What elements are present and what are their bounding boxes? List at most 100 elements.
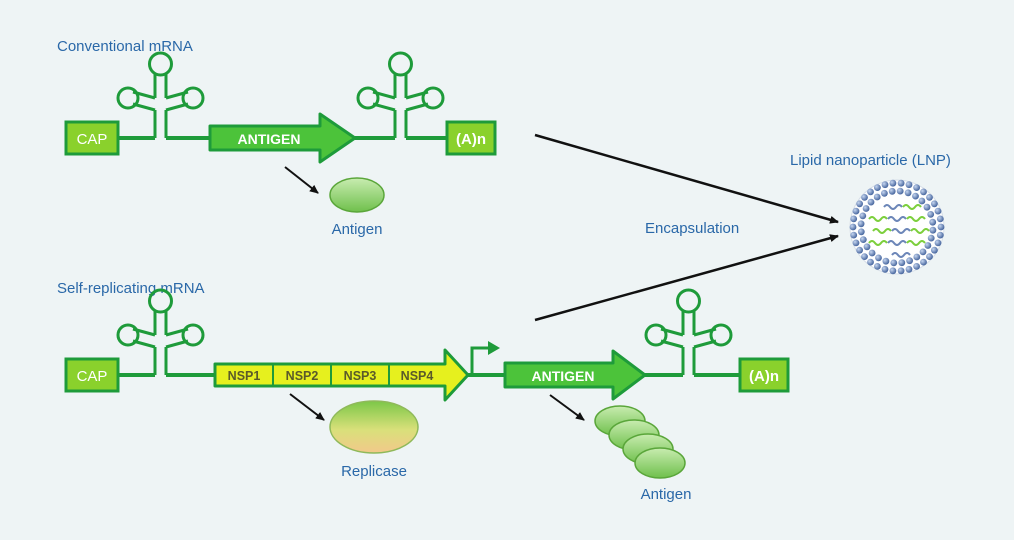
lipid-bead [926,253,933,260]
nsp-label: NSP1 [228,369,261,383]
cap-box: CAP [64,357,120,393]
cap-label: CAP [77,131,108,148]
lipid-bead [881,181,889,189]
lipid-bead [934,207,942,215]
antigen-gene-arrow: ANTIGEN [208,112,357,164]
lipid-bead [934,239,942,247]
lnp-mrna-cargo [891,228,911,234]
lipid-bead [861,253,868,260]
stem-loop-icon [116,288,205,375]
lipid-bead [850,215,858,223]
lipid-bead [937,223,945,231]
lnp-mrna-cargo [883,204,903,210]
translation-arrow [549,394,585,421]
encapsulation-arrow-bottom [534,234,839,322]
lipid-bead [862,205,870,212]
lipid-bead [856,246,863,254]
lnp-mrna-cargo [891,252,911,258]
lnp-mrna-cargo [872,228,892,234]
antigen-product-label: Antigen [332,221,383,238]
lipid-bead [875,254,882,262]
lnp-mrna-cargo [910,228,930,234]
nsp-gene-arrow: NSP1 NSP2 NSP3 NSP4 [213,348,470,402]
polya-tail-box: (A)n [738,357,790,393]
translation-arrow [284,166,319,194]
lipid-bead [881,265,889,273]
lipid-bead [912,192,919,200]
lipid-bead [881,189,888,197]
lipid-bead [920,188,927,196]
lipid-bead [867,198,875,206]
lipid-bead [867,188,874,196]
polya-tail-label: (A)n [749,368,779,385]
lipid-bead [913,263,920,270]
lipid-bead [889,267,897,275]
stem-loop-icon [644,288,733,375]
encapsulation-arrow-top [534,133,839,224]
lipid-bead [905,265,913,273]
lipid-bead [856,200,863,208]
replicase-label: Replicase [341,463,407,480]
lnp-label: Lipid nanoparticle (LNP) [790,152,951,169]
nsp-label: NSP3 [344,369,377,383]
polya-tail-box: (A)n [445,120,497,156]
lipid-bead [882,257,890,265]
lipid-bead [890,259,898,267]
lipid-bead [929,226,937,234]
stem-loop-icon [356,51,445,138]
lipid-bead [897,179,905,187]
lipid-bead [857,220,865,228]
lnp-mrna-cargo [906,240,926,246]
lnp-mrna-cargo [902,204,922,210]
lipid-bead [863,243,871,251]
translation-arrow [289,393,325,421]
nsp-label: NSP2 [286,369,319,383]
lipid-bead [888,187,896,195]
lipid-bead [906,257,913,265]
lipid-bead [859,236,867,244]
cap-box: CAP [64,120,120,156]
lipid-bead [904,189,912,197]
lipid-bead [913,253,921,261]
lipid-bead [867,258,874,266]
lipid-bead [920,258,927,266]
promoter-arrow-icon [470,341,500,375]
polya-tail-label: (A)n [456,131,486,148]
lipid-bead [874,263,881,270]
amplified-antigen-label: Antigen [641,486,692,503]
lnp-mrna-cargo [868,240,888,246]
lipid-bead [857,228,865,236]
antigen-gene-label: ANTIGEN [238,131,301,147]
amplified-antigen-products [594,405,686,479]
replicase-product [329,400,419,454]
lipid-bead [889,179,897,187]
lipid-nanoparticle-icon [849,179,945,275]
lipid-bead [849,223,857,231]
lipid-bead [936,215,944,223]
lipid-bead [861,194,868,201]
antigen-gene-arrow: ANTIGEN [503,349,647,401]
lipid-bead [924,242,932,249]
antigen-product [329,177,385,213]
nsp-label: NSP4 [401,369,434,383]
lipid-bead [897,267,905,275]
lipid-bead [850,231,858,239]
lipid-bead [918,197,926,205]
lipid-bead [913,184,920,192]
lipid-bead [927,234,935,242]
lipid-bead [919,248,927,256]
lipid-bead [929,218,937,226]
lnp-mrna-cargo [887,240,907,246]
lipid-bead [859,212,867,220]
lnp-mrna-cargo [868,216,888,222]
lipid-bead [926,194,933,201]
lipid-bead [896,187,904,195]
lnp-mrna-cargo [887,216,907,222]
lipid-bead [874,184,881,192]
lipid-bead [852,239,860,247]
lipid-bead [852,207,860,215]
antigen-gene-label: ANTIGEN [532,368,595,384]
lipid-bead [873,193,881,201]
lipid-bead [931,200,938,208]
lipid-bead [927,211,935,218]
